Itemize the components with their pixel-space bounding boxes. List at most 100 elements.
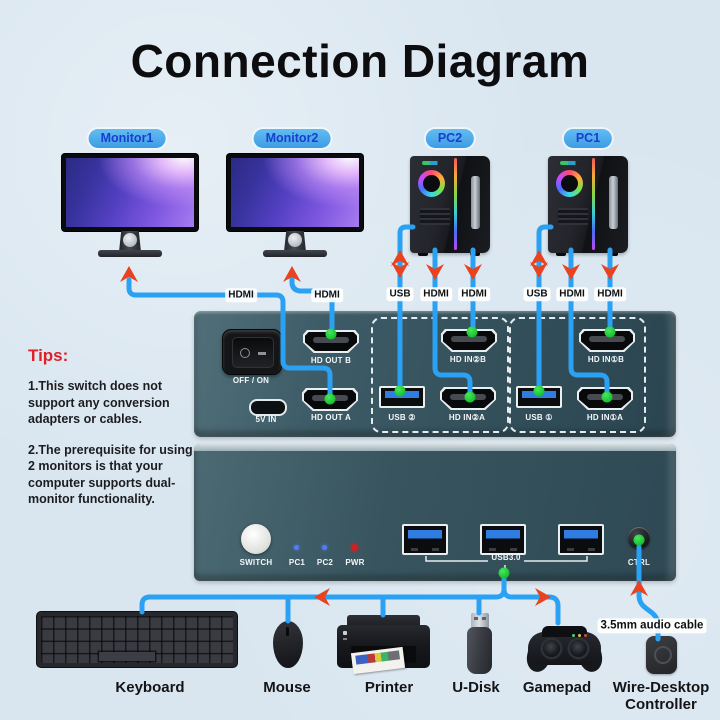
pc1-hdmi-b-chip: HDMI [594, 287, 626, 301]
printer-lid [347, 615, 420, 628]
gamepad-label: Gamepad [522, 679, 592, 696]
usb-c-power-port [249, 399, 287, 416]
pc2-hdmi-a-chip: HDMI [420, 287, 452, 301]
usb-1-label: USB ① [525, 413, 553, 422]
connector-dot-usb3 [498, 567, 510, 579]
gamepad-stick-left [543, 640, 560, 657]
arrow-up-ctrl [630, 580, 648, 596]
controller-button-ring [654, 646, 672, 664]
power-rocker-icon [232, 337, 274, 368]
printer-display [343, 638, 347, 640]
arrow-up-pc2-usb [391, 250, 409, 266]
pc2-led-label: PC2 [316, 558, 334, 567]
pc2-hdmi-b-chip: HDMI [458, 287, 490, 301]
arrow-up-monitor2 [283, 266, 301, 282]
usb3-port-2 [480, 524, 526, 555]
pc2-usb-chip: USB [386, 287, 414, 301]
ctrl-label: CTRL [627, 558, 651, 567]
monitor2-illustration [227, 154, 363, 258]
usb3-label: USB3.0 [491, 553, 521, 562]
hd-in-2a-label: HD IN②A [448, 413, 486, 422]
rgb-strip [592, 158, 595, 250]
5v-in-label: 5V IN [255, 415, 277, 424]
tower-foot [418, 251, 428, 256]
power-off-symbol [240, 348, 250, 358]
monitor-stand-hole [123, 233, 137, 247]
gamepad-top [542, 626, 587, 637]
arrow-down-pc1-hdmi-a [562, 264, 580, 280]
arrow-up-pc1-usb [530, 250, 548, 266]
monitor-base [98, 250, 162, 257]
gamepad-body [528, 632, 601, 665]
connector-dot-ctrl [633, 534, 645, 546]
printed-photo [355, 650, 401, 665]
keyboard-label: Keyboard [115, 679, 185, 696]
mouse-illustration [273, 621, 303, 668]
fan-center [561, 175, 578, 192]
usb-connector [471, 613, 489, 629]
monitor-screen [231, 158, 359, 227]
arrow-down-pc2-hdmi-a [426, 264, 444, 280]
hd-in-1a-label: HD IN①A [586, 413, 624, 422]
gamepad-button-green [572, 634, 575, 637]
arrow-right-usb-hub [535, 588, 551, 606]
pc2-tower-illustration [410, 156, 490, 256]
pc2-led [322, 545, 327, 550]
pc1-led-label: PC1 [288, 558, 306, 567]
pc2-badge: PC2 [425, 129, 475, 148]
switch-button [241, 524, 271, 554]
pwr-led-label: PWR [345, 558, 365, 567]
tower-top-ports [560, 161, 586, 165]
cable-usb-hub-right [501, 586, 561, 626]
monitor1-badge: Monitor1 [88, 129, 166, 148]
pc1-usb-chip: USB [523, 287, 551, 301]
printer-button [343, 631, 347, 635]
pc1-led [294, 545, 299, 550]
keyboard-spacebar [99, 652, 155, 661]
mouse-label: Mouse [263, 679, 311, 696]
arrow-left-usb-hub [314, 588, 330, 606]
monitor-screen [66, 158, 194, 227]
wire-controller-illustration [646, 636, 677, 674]
tips-item-2: 2.The prerequisite for using 2 monitors … [28, 442, 193, 507]
mouse-wheel [286, 627, 289, 636]
keyboard-illustration [37, 612, 237, 667]
fan-center [423, 175, 440, 192]
pwr-led [351, 544, 358, 551]
tips-heading: Tips: [28, 346, 69, 365]
hd-in-2b-label: HD IN②B [449, 355, 487, 364]
connector-dot-hd-in-1b [604, 326, 616, 338]
tower-foot [608, 251, 618, 256]
connector-dot-usb2 [394, 385, 406, 397]
gamepad-stick-right [570, 640, 587, 657]
pc1-badge: PC1 [563, 129, 613, 148]
tips-block: Tips: 1.This switch does not support any… [26, 346, 200, 522]
off-on-label: OFF / ON [232, 376, 270, 385]
connector-dot-hd-in-2b [466, 326, 478, 338]
monitor-stand-hole [288, 233, 302, 247]
gamepad-button-yellow [578, 634, 581, 637]
hd-in-1b-label: HD IN①B [587, 355, 625, 364]
printer-illustration [337, 615, 430, 675]
udisk-label: U-Disk [452, 679, 500, 696]
tower-foot [556, 251, 566, 256]
usb3-port-3 [558, 524, 604, 555]
tower-handle [470, 176, 481, 229]
usb3-port-1 [402, 524, 448, 555]
arrow-up-monitor1 [120, 266, 138, 282]
udisk-illustration [467, 613, 493, 675]
wire-desktop-controller-label: Wire-Desktop Controller [612, 679, 710, 714]
monitor-base [263, 250, 327, 257]
gamepad-illustration [524, 626, 605, 676]
pc1-hdmi-a-chip: HDMI [556, 287, 588, 301]
arrow-down-pc1-hdmi-b [601, 264, 619, 280]
audio-cable-chip: 3.5mm audio cable [597, 618, 707, 634]
pc1-tower-illustration [548, 156, 628, 256]
tower-vent [420, 208, 450, 225]
arrow-down-pc2-hdmi-b [464, 264, 482, 280]
usb-2-label: USB ② [388, 413, 416, 422]
switch-label: SWITCH [239, 558, 273, 567]
rgb-strip [454, 158, 457, 250]
hd-out-b-label: HD OUT B [310, 356, 352, 365]
